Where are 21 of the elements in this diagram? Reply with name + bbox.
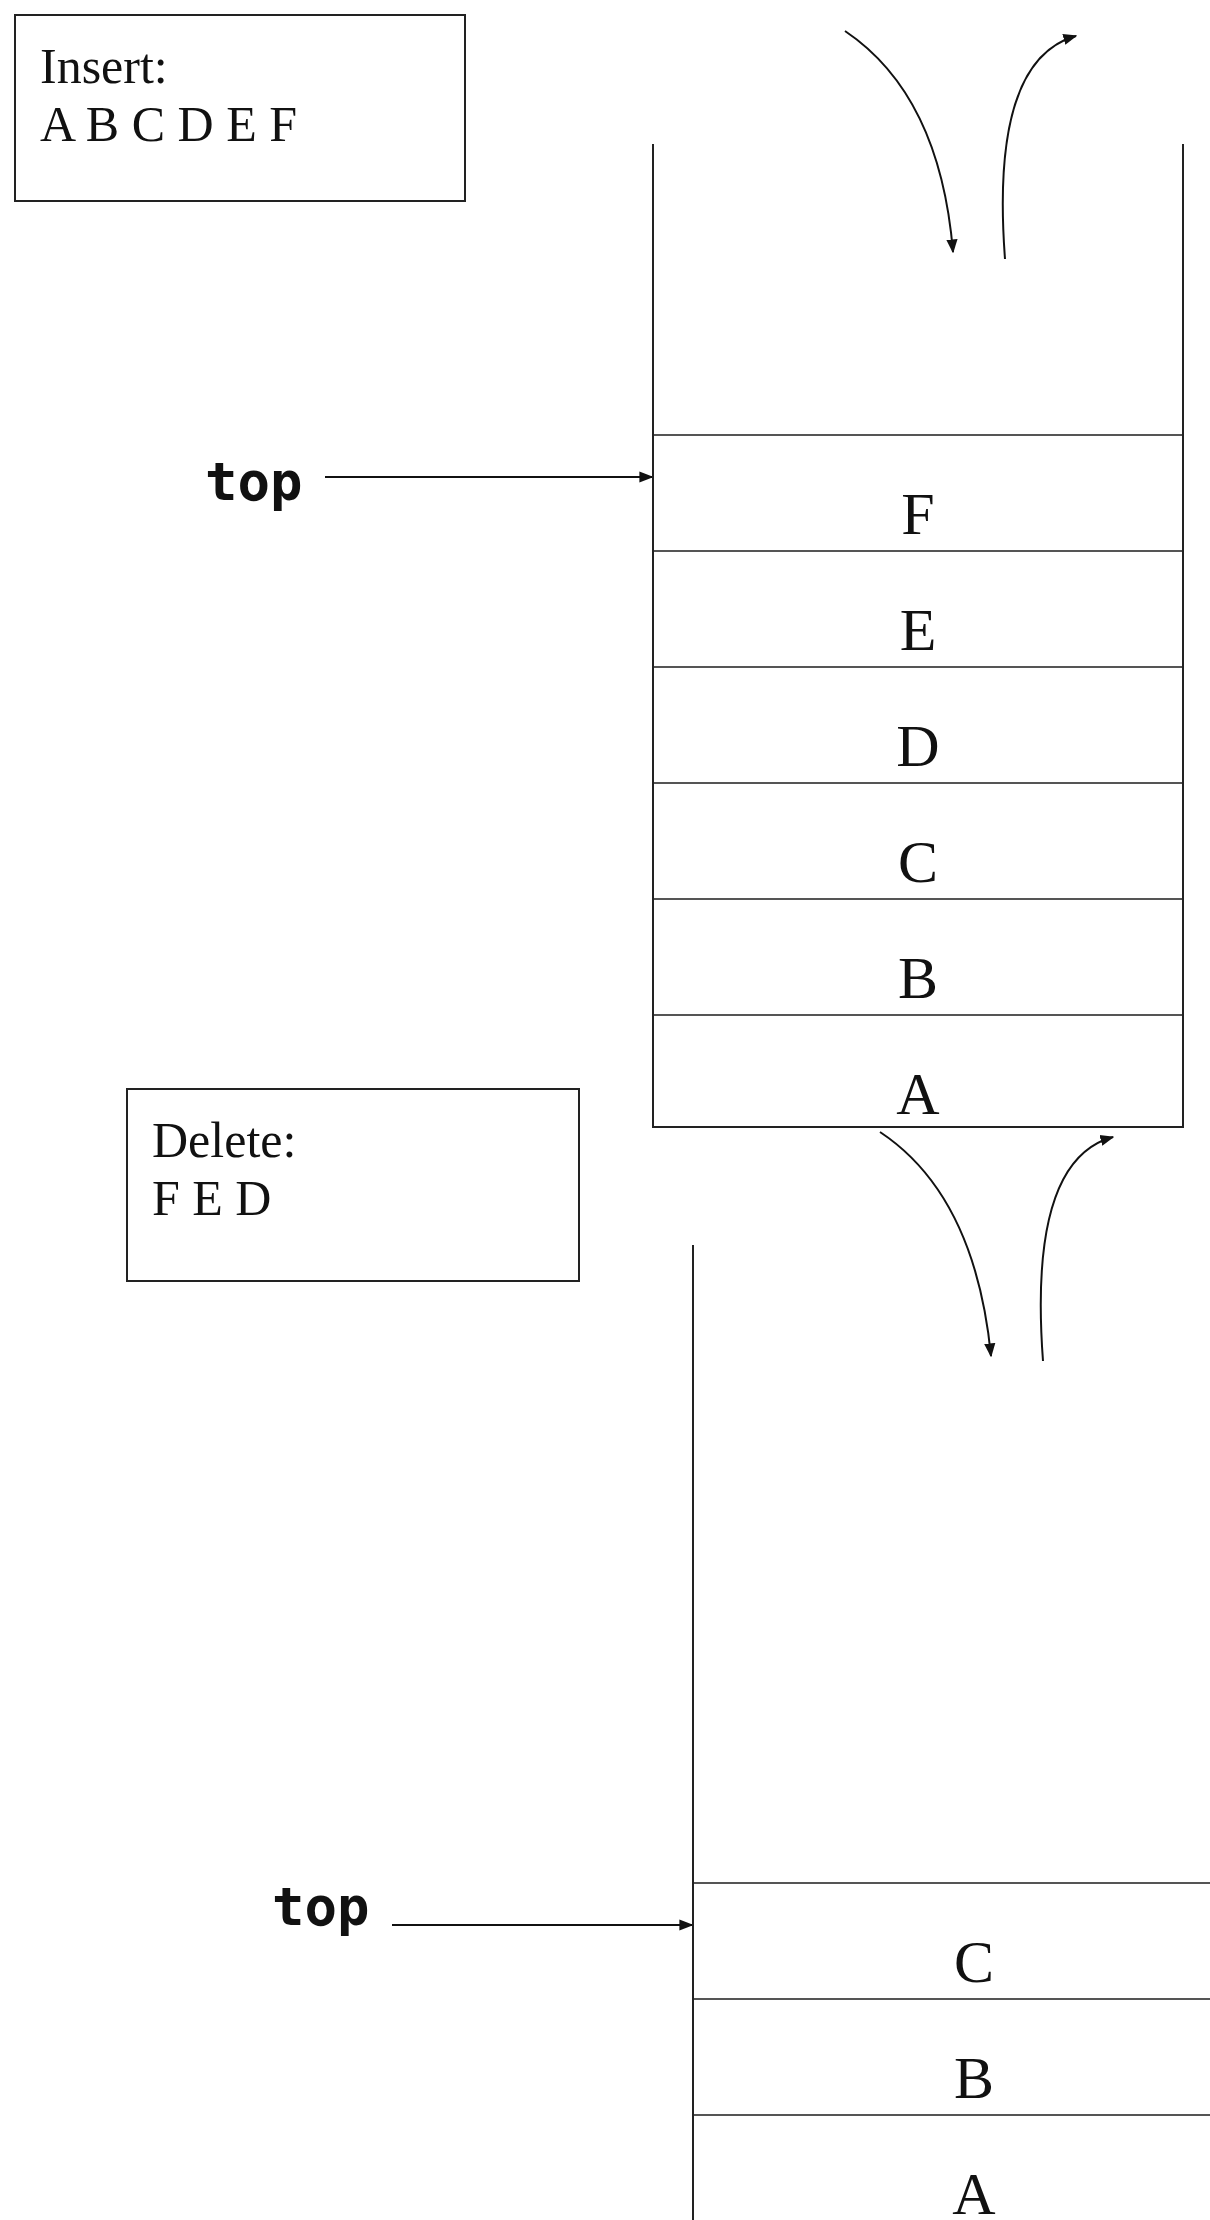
cell-value: D: [896, 716, 940, 776]
cell-value: E: [899, 600, 937, 660]
note-box: [126, 1088, 580, 1282]
stack-container: [652, 144, 1184, 1128]
cell-value: C: [954, 1932, 994, 1992]
note-body: A B C D E F: [40, 95, 298, 153]
cell-value: B: [954, 2048, 994, 2108]
cell-value: B: [898, 948, 938, 1008]
note-box: [14, 14, 466, 202]
note-heading: Insert:: [40, 38, 169, 96]
cell-value: A: [952, 2164, 996, 2220]
cell-value: C: [898, 832, 938, 892]
cell-value: A: [896, 1064, 940, 1124]
note-heading: Delete:: [152, 1112, 298, 1170]
arrow: [391, 1919, 694, 1931]
pointer-label: top: [272, 1880, 370, 1934]
stack-container: [692, 1245, 1210, 2220]
cell-value: F: [901, 484, 935, 544]
arrow: [324, 471, 654, 483]
pointer-label: top: [205, 455, 303, 509]
note-body: F E D: [152, 1169, 273, 1227]
